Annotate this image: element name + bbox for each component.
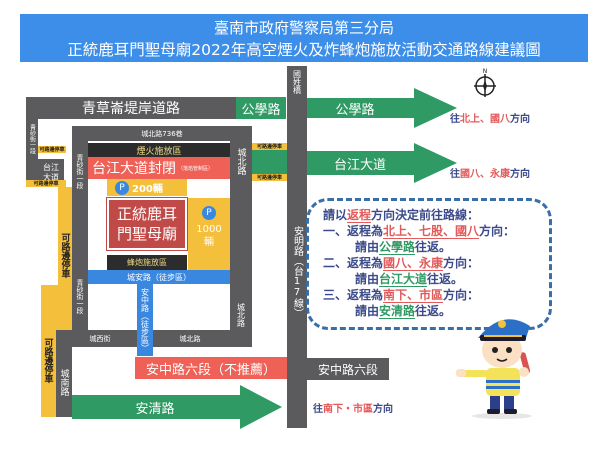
road-anming-column: [287, 98, 307, 428]
police-mascot-icon: [452, 308, 552, 420]
road-chengbei-right-mid: [230, 181, 252, 311]
svg-text:N: N: [483, 68, 488, 75]
direction-gongxue: 往北上、國八方向: [450, 114, 530, 125]
road-qingsha-outer: 青砂街一段: [26, 119, 38, 159]
notice-item-2: 二、返程為國八、永康方向：: [323, 256, 480, 271]
road-qingcao: 青草崙堤岸道路: [26, 97, 236, 119]
road-bottom-loop: [56, 330, 252, 347]
zone-closure: 台江大道封閉 （落焰管制區）: [88, 157, 230, 179]
notice-item-2-route: 請由台江大道往返。: [355, 272, 464, 287]
road-chengnan: 城南路: [56, 347, 72, 417]
notice-item-1-route: 請由公學路往返。: [355, 240, 452, 255]
road-anzhong6: 安中路六段: [307, 358, 389, 380]
road-chengbei-bottom: 城北路: [179, 334, 201, 343]
parking-icon: P: [202, 206, 216, 220]
route-arrow-anqing: [72, 385, 282, 429]
route-notice-box: 請以返程方向決定前往路線： 一、返程為北上、七股、國八方向： 請由公學路往返。 …: [306, 198, 552, 330]
road-gongxue-left: 公學路: [236, 97, 286, 119]
parking-tag-right-top: 可路邊停車: [252, 143, 287, 150]
title-line-2: 正統鹿耳門聖母廟2022年高空煙火及炸蜂炮施放活動交通路線建議圖: [67, 41, 541, 59]
notice-item-3: 三、返程為南下、市區方向：: [323, 288, 480, 303]
title-line-1: 臺南市政府警察局第三分局: [213, 19, 394, 37]
route-arrow-taijiang: [307, 143, 457, 183]
road-qingsha-inner-mid: [72, 201, 88, 261]
road-qingsha-inner: 青砂街一段: [72, 141, 88, 201]
road-anzhong-pedestrian: 安中路（徒步區）: [137, 284, 153, 356]
road-chengbei-lower: 城北路: [230, 300, 252, 330]
parking-tag-right-bottom: 可路邊停車: [252, 174, 287, 181]
parking-vertical-label: 可路邊停車: [59, 232, 70, 278]
road-chengan-pedestrian: 城安路（徒步區）: [88, 270, 230, 284]
parking-vertical-label-lower: 可路邊停車: [42, 337, 53, 383]
road-chengxi: 城西街: [89, 334, 111, 343]
compass-icon: N: [472, 66, 498, 98]
zone-firecracker: 蜂炮施放區: [107, 255, 187, 270]
parking-lot-1000: P 1000輛: [188, 198, 230, 270]
temple-building: 正統鹿耳門聖母廟: [106, 197, 188, 251]
road-taijiang-band: [252, 146, 287, 174]
notice-intro: 請以返程方向決定前往路線：: [323, 208, 480, 223]
route-label-gongxue: 公學路: [335, 102, 375, 118]
title-banner: 臺南市政府警察局第三分局 正統鹿耳門聖母廟2022年高空煙火及炸蜂炮施放活動交通…: [20, 14, 588, 62]
road-anzhong6-not-recommended: 安中路六段（不推薦）: [135, 357, 287, 379]
route-arrow-gongxue: [307, 88, 457, 128]
parking-tag-left-bottom: 可路邊停車: [26, 180, 66, 187]
route-label-taijiang: 台江大道: [333, 157, 386, 173]
road-chengbei-right: 城北路: [230, 141, 252, 181]
direction-taijiang: 往國八、永康方向: [450, 169, 530, 180]
parking-lot-200: P 200輛: [107, 179, 187, 196]
parking-strip-left: [58, 187, 72, 287]
notice-item-3-route: 請由安清路往返。: [355, 304, 452, 319]
road-chengbei-lane: 城北路736巷: [72, 126, 252, 141]
road-anming: 安明路（台17線）: [291, 226, 303, 318]
parking-tag-left-top: 可路邊停車: [38, 146, 66, 153]
direction-anqing: 往南下・市區方向: [313, 404, 393, 415]
road-qingsha-lower: 青砂街一段: [72, 261, 88, 331]
notice-item-1: 一、返程為北上、七股、國八方向：: [323, 224, 516, 239]
route-label-anqing: 安清路: [135, 401, 175, 417]
parking-icon: P: [115, 180, 129, 195]
zone-fireworks: 煙火施放區: [88, 143, 230, 157]
road-guoxing-bridge: 國姓橋: [287, 66, 307, 98]
